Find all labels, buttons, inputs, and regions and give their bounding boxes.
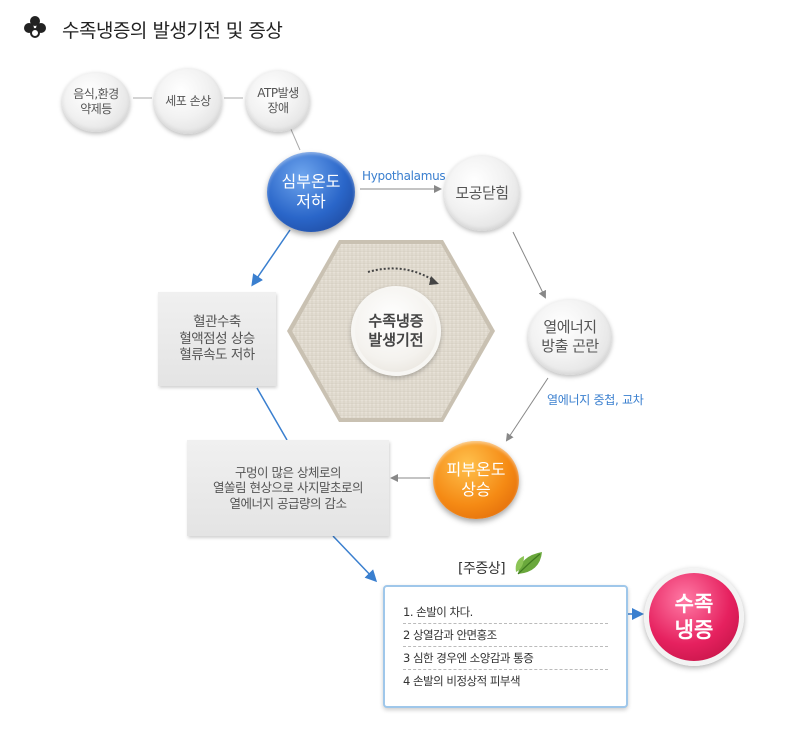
- symptom-item: 4 손발의 비정상적 피부색: [403, 674, 521, 688]
- chain-connector: [289, 126, 301, 151]
- chain-node-cell-damage: 세포 손상: [154, 68, 222, 134]
- heat-release-node: 열에너지 방출 곤란: [528, 299, 612, 375]
- leaf-icon: [515, 552, 542, 575]
- chain-node-food: 음식,환경 약제등: [62, 72, 130, 132]
- clover-icon: [24, 16, 46, 38]
- arrow-heat-to-skin: [505, 377, 549, 442]
- heat-supply-decrease-box: 구멍이 많은 상체로의 열쏠림 현상으로 사지말초로의 열에너지 공급량의 감소: [187, 440, 389, 536]
- pore-closing-node: 모공닫힘: [444, 155, 520, 231]
- core-temp-drop-node: 심부온도 저하: [267, 152, 355, 232]
- heat-overlap-label: 열에너지 중첩, 교차: [547, 393, 644, 407]
- symptoms-box: 1. 손발이 차다. 2 상열감과 안면홍조 3 심한 경우엔 소양감과 통증 …: [383, 585, 628, 708]
- symptom-item: 3 심한 경우엔 소양감과 통증: [403, 647, 608, 670]
- symptom-item: 2 상열감과 안면홍조: [403, 624, 608, 647]
- arrow-core-to-vessel: [251, 229, 291, 287]
- arrow-vessel-to-energy: [256, 387, 288, 441]
- symptom-item: 1. 손발이 차다.: [403, 601, 608, 624]
- vessel-constriction-box: 혈관수축 혈액점성 상승 혈류속도 저하: [158, 292, 276, 386]
- result-node: 수족 냉증: [644, 568, 744, 666]
- mechanism-center: 수족냉증 발생기전: [351, 286, 441, 376]
- page-title: 수족냉증의 발생기전 및 증상: [62, 20, 283, 42]
- arrow-energy-to-symptoms: [332, 535, 378, 583]
- chain-node-atp: ATP발생 장애: [246, 70, 310, 132]
- symptoms-label: [주증상]: [458, 561, 506, 577]
- hypothalamus-label: Hypothalamus: [362, 169, 446, 183]
- arrow-pore-to-heat: [512, 231, 546, 299]
- skin-temp-rise-node: 피부온도 상승: [433, 441, 519, 519]
